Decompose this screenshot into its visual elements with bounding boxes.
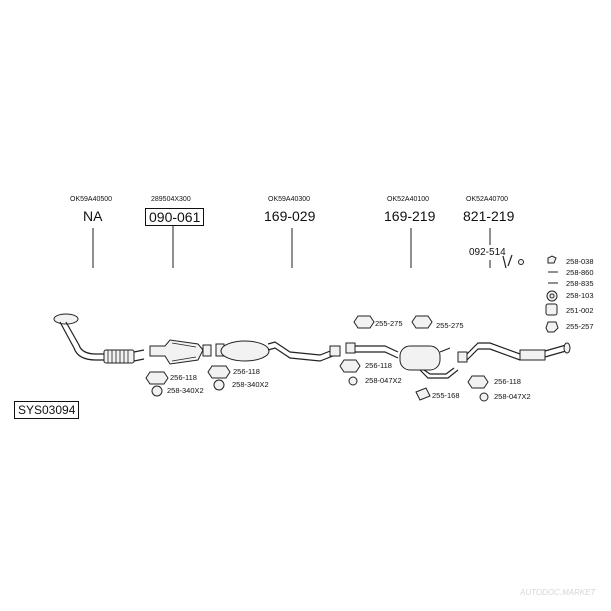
side-part-number[interactable]: 092-514: [469, 247, 506, 258]
component-label[interactable]: 258-340X2: [232, 380, 269, 389]
part-number[interactable]: 169-219: [384, 208, 436, 224]
part-number[interactable]: NA: [83, 208, 103, 224]
part-number[interactable]: 169-029: [264, 208, 316, 224]
oe-number: OK52A40100: [387, 196, 430, 203]
hanger-set: [502, 254, 524, 269]
part-number-selected[interactable]: 090-061: [145, 208, 205, 226]
catalytic-converter: [149, 339, 212, 365]
legend-label[interactable]: 258-860: [566, 268, 594, 277]
component-label[interactable]: 258-047X2: [494, 392, 531, 401]
legend-icons: [545, 255, 559, 333]
component-label[interactable]: 256-118: [233, 367, 260, 376]
legend-label[interactable]: 251-002: [566, 306, 594, 315]
oe-number: OK52A40700: [466, 196, 509, 203]
diagram-id: SYS03094: [14, 401, 80, 419]
oe-number: OK59A40300: [268, 196, 311, 203]
component-label[interactable]: 258-047X2: [365, 376, 402, 385]
part-number[interactable]: 821-219: [463, 208, 515, 224]
legend-label[interactable]: 258-038: [566, 257, 594, 266]
component-label[interactable]: 258-340X2: [167, 386, 204, 395]
gaskets: [145, 315, 489, 402]
oe-number: 289504X300: [151, 196, 191, 203]
rear-pipe: [457, 342, 571, 363]
watermark: AUTODOC.MARKET: [520, 588, 596, 597]
oe-number: OK59A40500: [70, 196, 113, 203]
legend-label[interactable]: 258-103: [566, 291, 594, 300]
component-label[interactable]: 256-118: [365, 361, 392, 370]
middle-pipe: [345, 342, 459, 379]
legend-label[interactable]: 255-257: [566, 322, 594, 331]
component-label[interactable]: 255-275: [436, 321, 464, 330]
component-label[interactable]: 255-168: [432, 391, 460, 400]
component-label[interactable]: 256-118: [494, 377, 521, 386]
front-pipe: [53, 313, 145, 364]
legend-label[interactable]: 258-835: [566, 279, 594, 288]
component-label[interactable]: 255-275: [375, 319, 403, 328]
center-silencer: [215, 340, 341, 362]
component-label[interactable]: 256-118: [170, 373, 197, 382]
